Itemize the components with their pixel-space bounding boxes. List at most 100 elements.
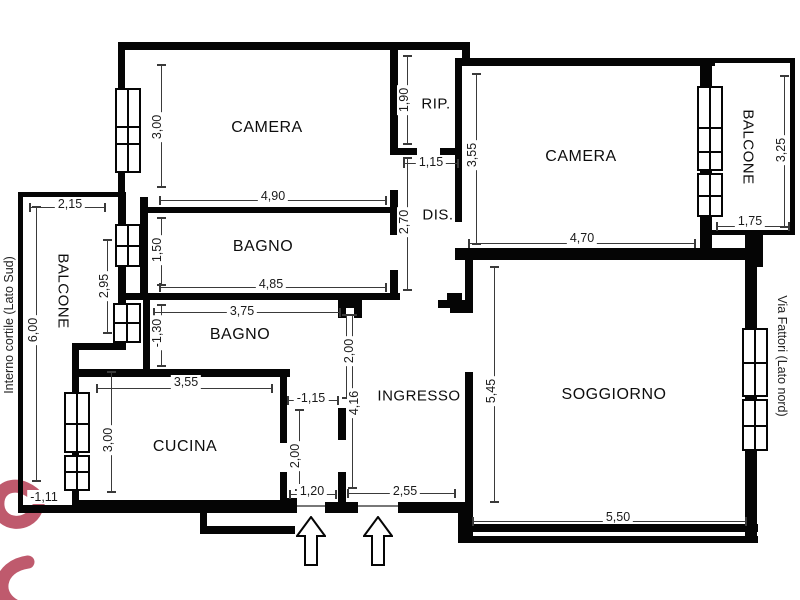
entrance-arrow — [296, 516, 326, 566]
wall — [455, 58, 462, 222]
window-mullion — [76, 455, 78, 491]
dimension-tick — [342, 314, 351, 316]
wall — [790, 58, 795, 235]
wall — [462, 524, 758, 532]
door-threshold — [358, 505, 398, 507]
window-bar — [115, 126, 141, 128]
wall — [72, 500, 297, 513]
dimension-tick — [153, 308, 155, 317]
window-mullion — [127, 88, 129, 173]
wall — [118, 293, 400, 300]
dimension-tick — [472, 73, 481, 75]
wall — [712, 58, 795, 63]
dimension-tick — [403, 143, 412, 145]
dim-nook-h: 2,00 — [288, 440, 302, 472]
dimension-tick — [694, 239, 696, 248]
door-threshold — [297, 505, 325, 507]
wall — [143, 300, 150, 369]
window-bar — [113, 322, 141, 324]
room-label-ingresso: INGRESSO — [377, 387, 461, 405]
dimension-tick — [157, 186, 166, 188]
dimension-tick — [348, 314, 357, 316]
window-bar — [115, 143, 141, 145]
wall — [712, 230, 795, 235]
dim-ingresso-h: 4,16 — [347, 387, 361, 419]
dimension-tick — [157, 365, 166, 367]
wall — [398, 502, 458, 513]
dimension-tick — [103, 332, 112, 334]
window-bar — [64, 423, 90, 425]
wall — [447, 293, 462, 300]
dimension-tick — [103, 239, 112, 241]
dimension-tick — [490, 501, 499, 503]
dim-dis-h: 2,70 — [397, 206, 411, 238]
agency-logo-watermark — [0, 479, 47, 600]
wall — [18, 505, 79, 513]
wall — [338, 408, 346, 440]
dim-camera-ne-w: 4,70 — [566, 231, 598, 245]
dimension-tick — [32, 206, 41, 208]
room-label-balcone-ne: BALCONE — [739, 109, 757, 185]
dimension-tick — [271, 384, 273, 393]
dimension-tick — [403, 289, 412, 291]
dimension-tick — [295, 409, 304, 411]
dimension-tick — [348, 487, 357, 489]
wall — [458, 502, 468, 543]
wall — [325, 502, 358, 513]
dim-bagno-n-h: 1,50 — [150, 234, 164, 266]
dimension-tick — [780, 75, 789, 77]
dim-ingresso-upper-h: 2,00 — [342, 335, 356, 367]
window-mullion — [76, 392, 78, 453]
dim-soggiorno-w: 5,50 — [602, 510, 634, 524]
wall — [390, 42, 398, 148]
wall — [390, 148, 417, 155]
dim-door-w: 1,20 — [296, 484, 328, 498]
dimension-tick — [107, 371, 116, 373]
dim-passage-w: -1,15 — [293, 391, 329, 405]
dim-ingresso-w: 2,55 — [389, 484, 421, 498]
wall — [338, 300, 346, 318]
wall — [390, 270, 398, 300]
wall — [72, 343, 125, 350]
dimension-tick — [347, 489, 349, 498]
wall — [465, 372, 473, 543]
dimension-tick — [780, 226, 789, 228]
dim-bagno-s-h: -1,30 — [150, 315, 164, 351]
wall — [118, 192, 126, 350]
room-label-bagno-s: BAGNO — [209, 326, 271, 343]
dimension-tick — [107, 491, 116, 493]
dimension-tick — [159, 196, 161, 205]
dimension-tick — [157, 304, 166, 306]
dim-balcone-w-b: -1,11 — [27, 490, 61, 504]
wall — [440, 148, 462, 155]
window-bar — [64, 471, 90, 473]
dimension-tick — [157, 217, 166, 219]
dimension-tick — [339, 308, 341, 317]
dim-soggiorno-h: 5,45 — [484, 375, 498, 407]
dimension-tick — [335, 490, 337, 499]
window-bar — [697, 151, 723, 153]
window-bar — [697, 195, 723, 197]
dim-corridor-w: 1,15 — [415, 155, 447, 169]
dimension-tick — [32, 480, 41, 482]
wall — [338, 472, 346, 505]
window-bar — [697, 127, 723, 129]
dim-rip-h: 1,90 — [397, 84, 411, 116]
wall — [462, 58, 715, 66]
dimension-tick — [468, 239, 470, 248]
dimension-tick — [457, 159, 459, 168]
dimension-tick — [337, 396, 339, 405]
dimension-tick — [716, 222, 718, 231]
dim-camera-nw-w: 4,90 — [257, 189, 289, 203]
dim-balcone-w-h: 6,00 — [26, 314, 40, 346]
wall — [72, 369, 290, 377]
entrance-arrow — [363, 516, 393, 566]
dimension-tick — [289, 490, 291, 499]
wall — [18, 192, 125, 197]
window-bar — [115, 245, 141, 247]
room-label-rip: RIP. — [421, 95, 451, 113]
dimension-tick — [385, 196, 387, 205]
dimension-tick — [745, 517, 747, 526]
wall — [200, 526, 295, 534]
